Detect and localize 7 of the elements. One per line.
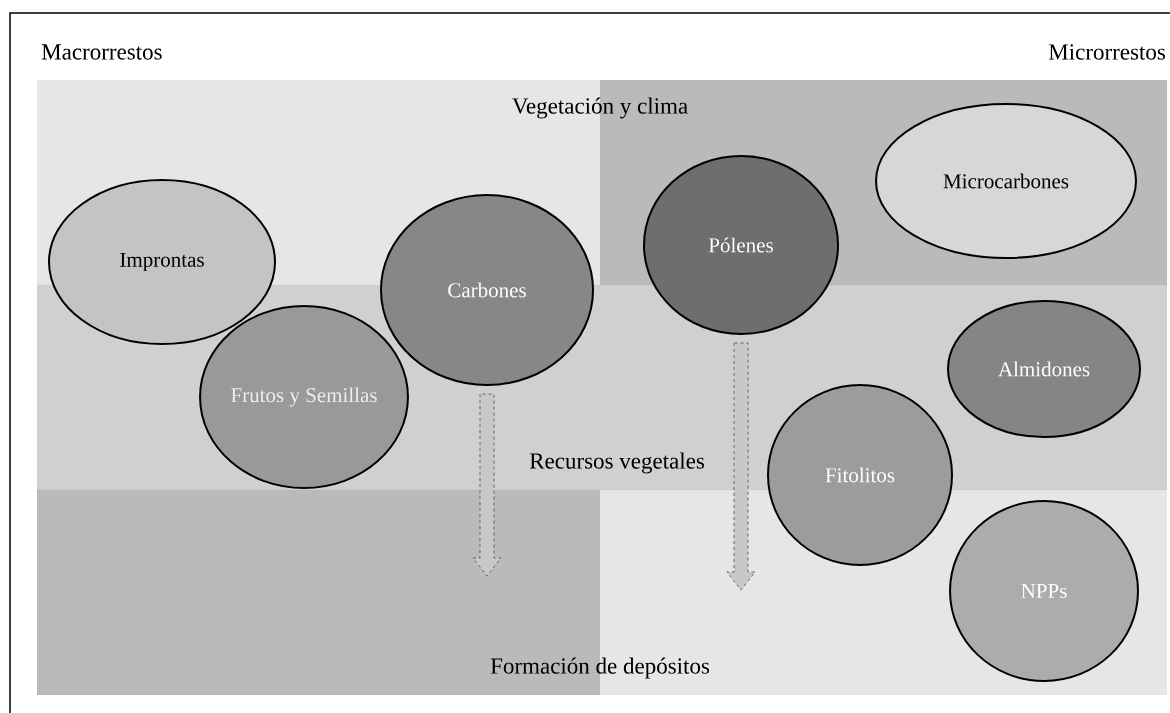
band-label: Formación de depósitos — [490, 657, 710, 679]
section-heading: Microrrestos — [1048, 44, 1165, 60]
block-arrow — [472, 393, 502, 577]
section-heading: Macrorrestos — [41, 44, 162, 60]
block-arrow — [726, 342, 756, 591]
band-label: Vegetación y clima — [512, 97, 688, 119]
band-label: Recursos vegetales — [529, 452, 704, 474]
